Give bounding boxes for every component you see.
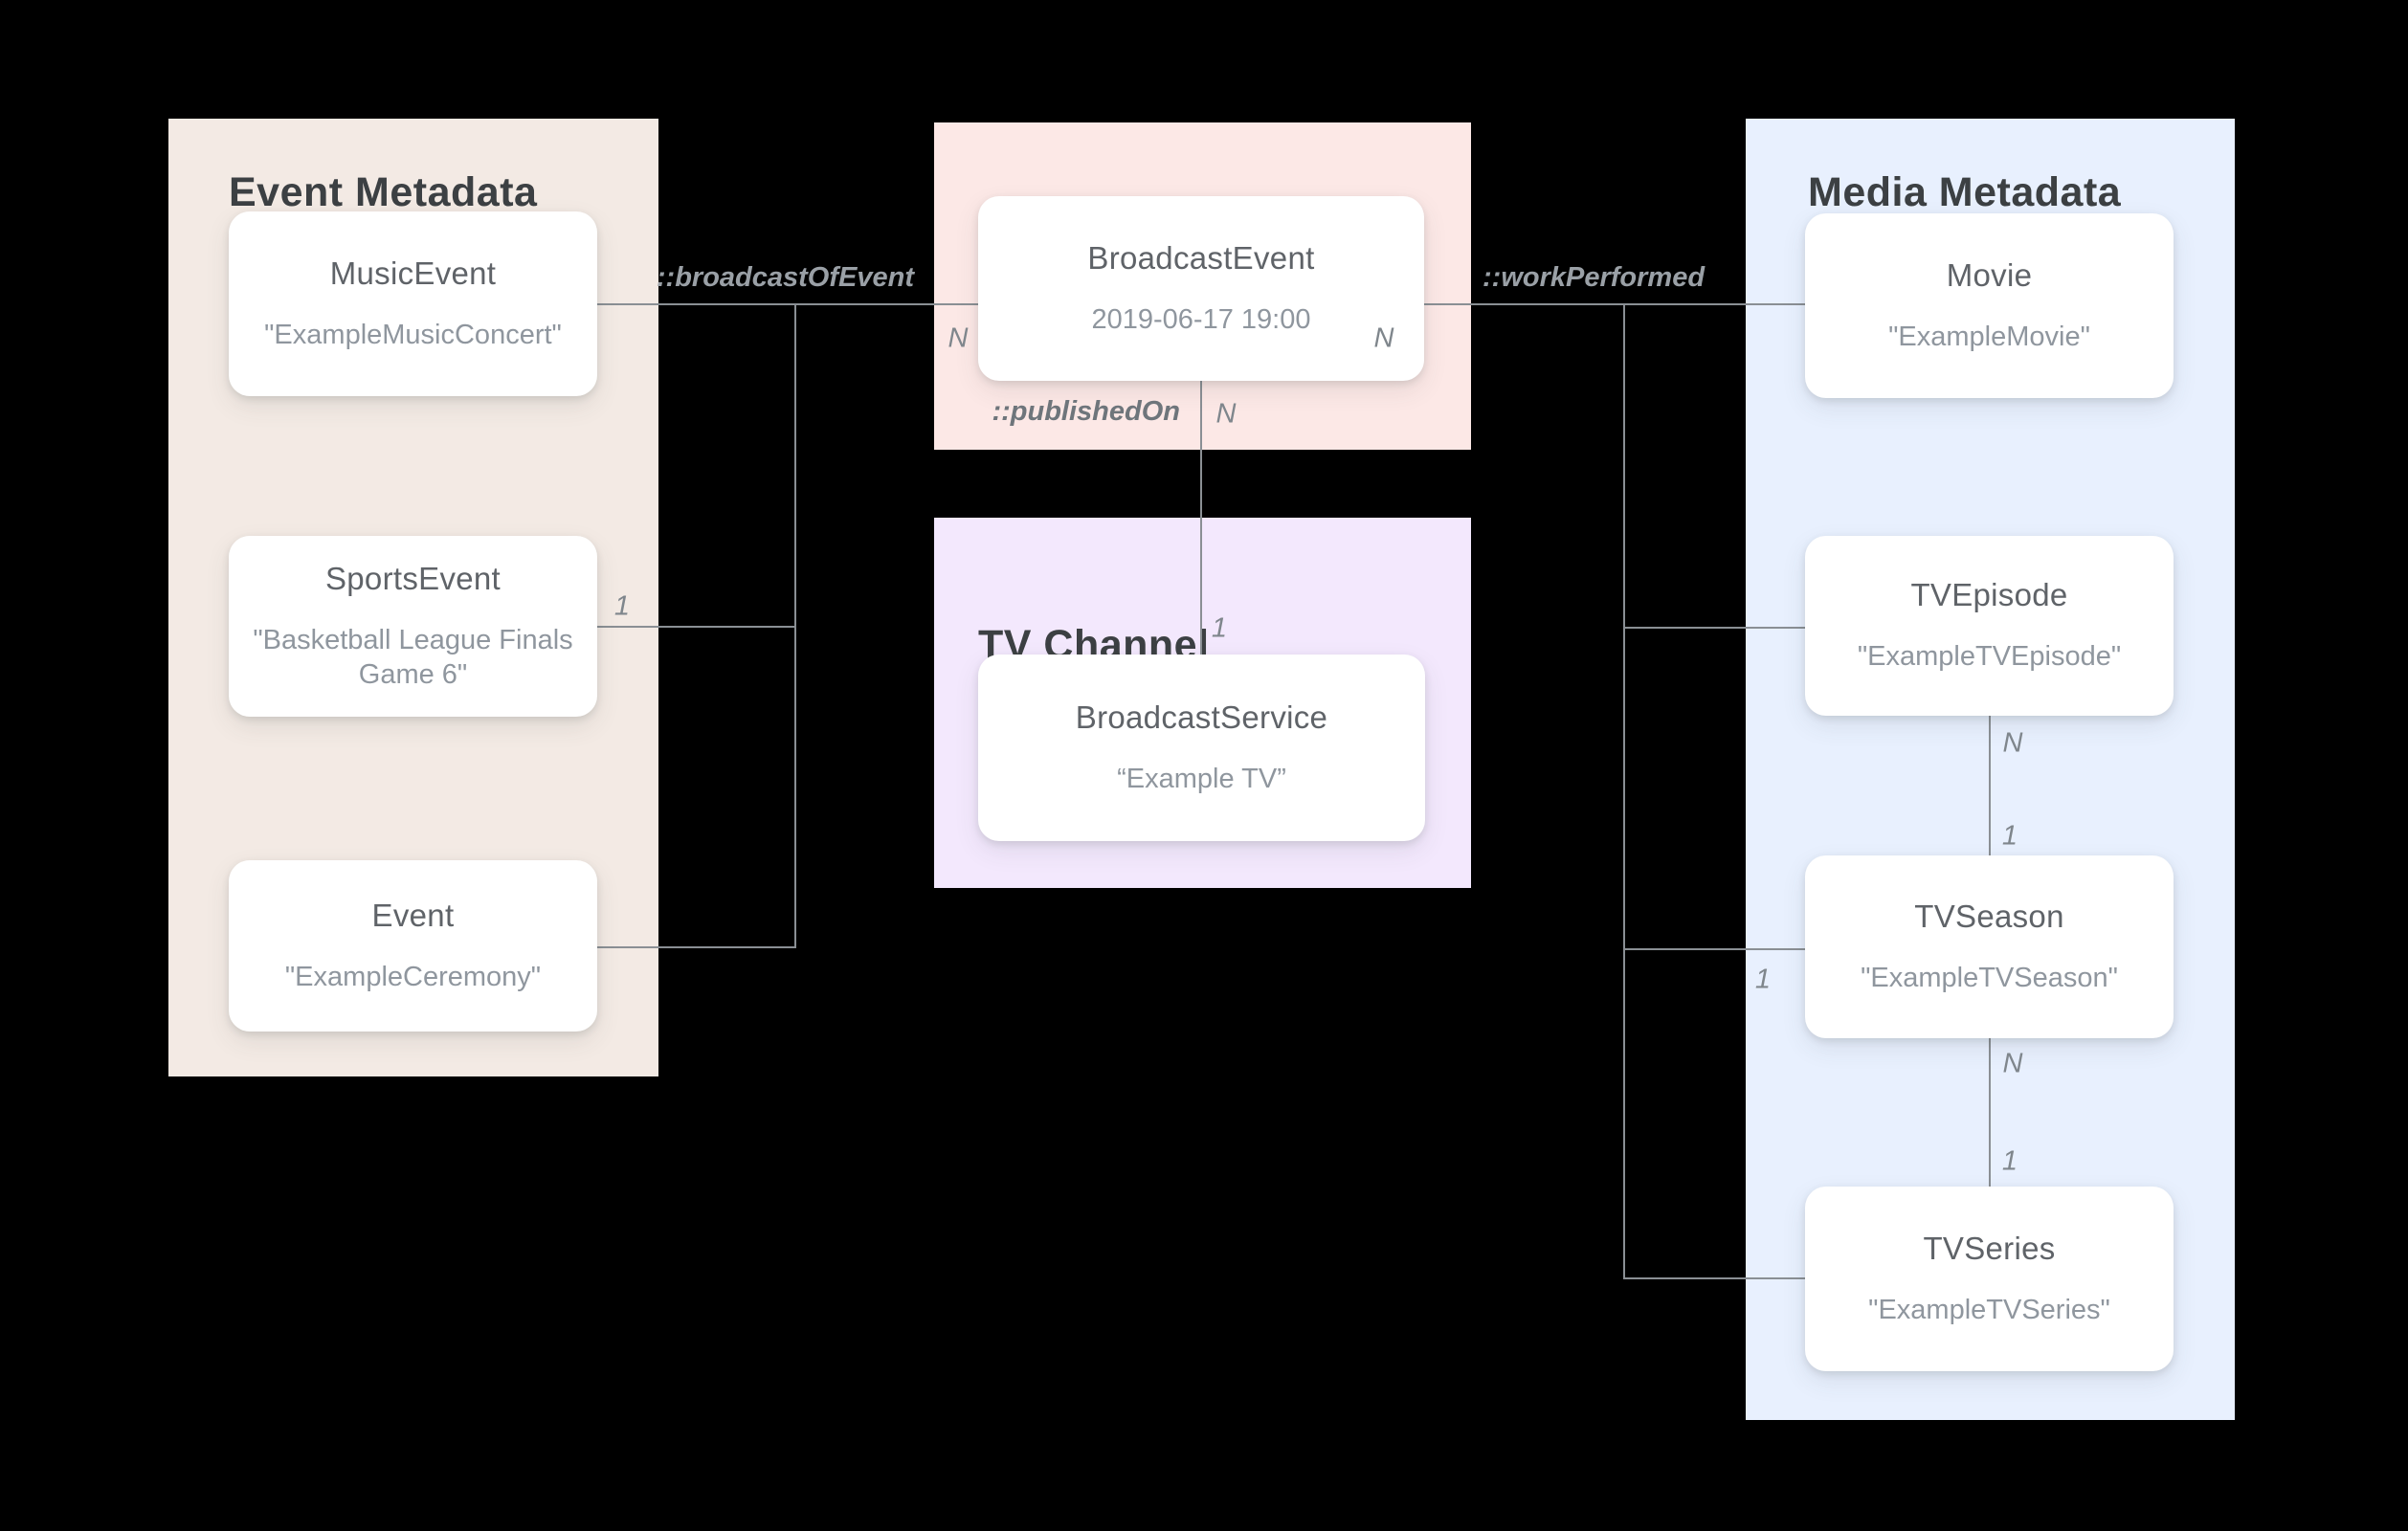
cardinality-work-performed-n: N — [1373, 322, 1394, 354]
connector-musicevent-broadcastevent — [597, 303, 978, 305]
node-title: TVSeason — [1914, 898, 2064, 934]
node-title: Movie — [1946, 256, 2033, 293]
node-music-event: MusicEvent "ExampleMusicConcert" — [229, 211, 597, 396]
node-tv-series: TVSeries "ExampleTVSeries" — [1805, 1187, 2174, 1371]
connector-right-trunk — [1623, 303, 1625, 1279]
edge-label-published-on: ::publishedOn — [992, 396, 1180, 427]
node-title: SportsEvent — [324, 560, 502, 596]
node-tv-episode: TVEpisode "ExampleTVEpisode" — [1805, 536, 2174, 716]
connector-trunk-tvseries — [1623, 1277, 1805, 1279]
node-event: Event "ExampleCeremony" — [229, 860, 597, 1032]
connector-broadcastevent-broadcastservice — [1200, 381, 1202, 655]
cardinality-season-left-one: 1 — [1754, 964, 1772, 995]
node-value: “Example TV” — [1117, 763, 1286, 794]
connector-trunk-tvepisode — [1623, 627, 1805, 629]
connector-tvseason-tvseries — [1989, 1038, 1991, 1187]
node-value: "ExampleTVSeries" — [1868, 1294, 2110, 1325]
cardinality-episode-n: N — [2002, 727, 2023, 759]
connector-trunk-tvseason — [1623, 948, 1805, 950]
node-value: "ExampleCeremony" — [284, 961, 542, 992]
node-value: 2019-06-17 19:00 — [1091, 303, 1311, 335]
tv-channel-metadata-panel: TV Channel Metadata BroadcastService “Ex… — [934, 518, 1471, 888]
cardinality-music-broadcast-n: N — [948, 322, 969, 354]
node-title: BroadcastService — [1075, 699, 1328, 735]
node-movie: Movie "ExampleMovie" — [1805, 213, 2174, 398]
node-broadcast-event: BroadcastEvent 2019-06-17 19:00 — [978, 196, 1424, 381]
node-value: "ExampleTVEpisode" — [1857, 641, 2122, 673]
node-broadcast-service: BroadcastService “Example TV” — [978, 655, 1425, 841]
node-value: "ExampleMusicConcert" — [264, 319, 562, 350]
node-title: TVEpisode — [1910, 577, 2068, 613]
edge-label-broadcast-of-event: ::broadcastOfEvent — [656, 262, 914, 293]
connector-tvepisode-tvseason — [1989, 716, 1991, 855]
cardinality-published-on-one: 1 — [1211, 612, 1228, 644]
node-title: MusicEvent — [329, 255, 497, 291]
media-metadata-panel: Media Metadata Movie "ExampleMovie" TVEp… — [1746, 119, 2235, 1420]
cardinality-episode-one: 1 — [2001, 820, 2018, 852]
media-panel-title: Media Metadata — [1808, 168, 2122, 215]
node-value: "ExampleTVSeason" — [1861, 962, 2118, 993]
cardinality-sports-one: 1 — [613, 590, 631, 622]
connector-broadcastevent-movie — [1424, 303, 1805, 305]
connector-sportsevent-trunk — [597, 626, 796, 628]
node-value: "ExampleMovie" — [1888, 321, 2090, 352]
node-title: TVSeries — [1923, 1230, 2056, 1266]
connector-event-trunk — [597, 946, 796, 948]
node-sports-event: SportsEvent "Basketball League Finals Ga… — [229, 536, 597, 717]
broadcast-event-panel: BroadcastEvent 2019-06-17 19:00 — [934, 122, 1471, 450]
node-title: Event — [371, 897, 455, 933]
event-panel-title: Event Metadata — [229, 168, 538, 215]
cardinality-season-n: N — [2002, 1048, 2023, 1079]
cardinality-season-one: 1 — [2001, 1145, 2018, 1177]
cardinality-published-on-n: N — [1215, 398, 1237, 430]
node-value: "Basketball League Finals Game 6" — [253, 624, 573, 690]
node-title: BroadcastEvent — [1087, 239, 1315, 276]
event-metadata-panel: Event Metadata MusicEvent "ExampleMusicC… — [168, 119, 658, 1076]
node-tv-season: TVSeason "ExampleTVSeason" — [1805, 855, 2174, 1038]
edge-label-work-performed: ::workPerformed — [1483, 262, 1706, 293]
